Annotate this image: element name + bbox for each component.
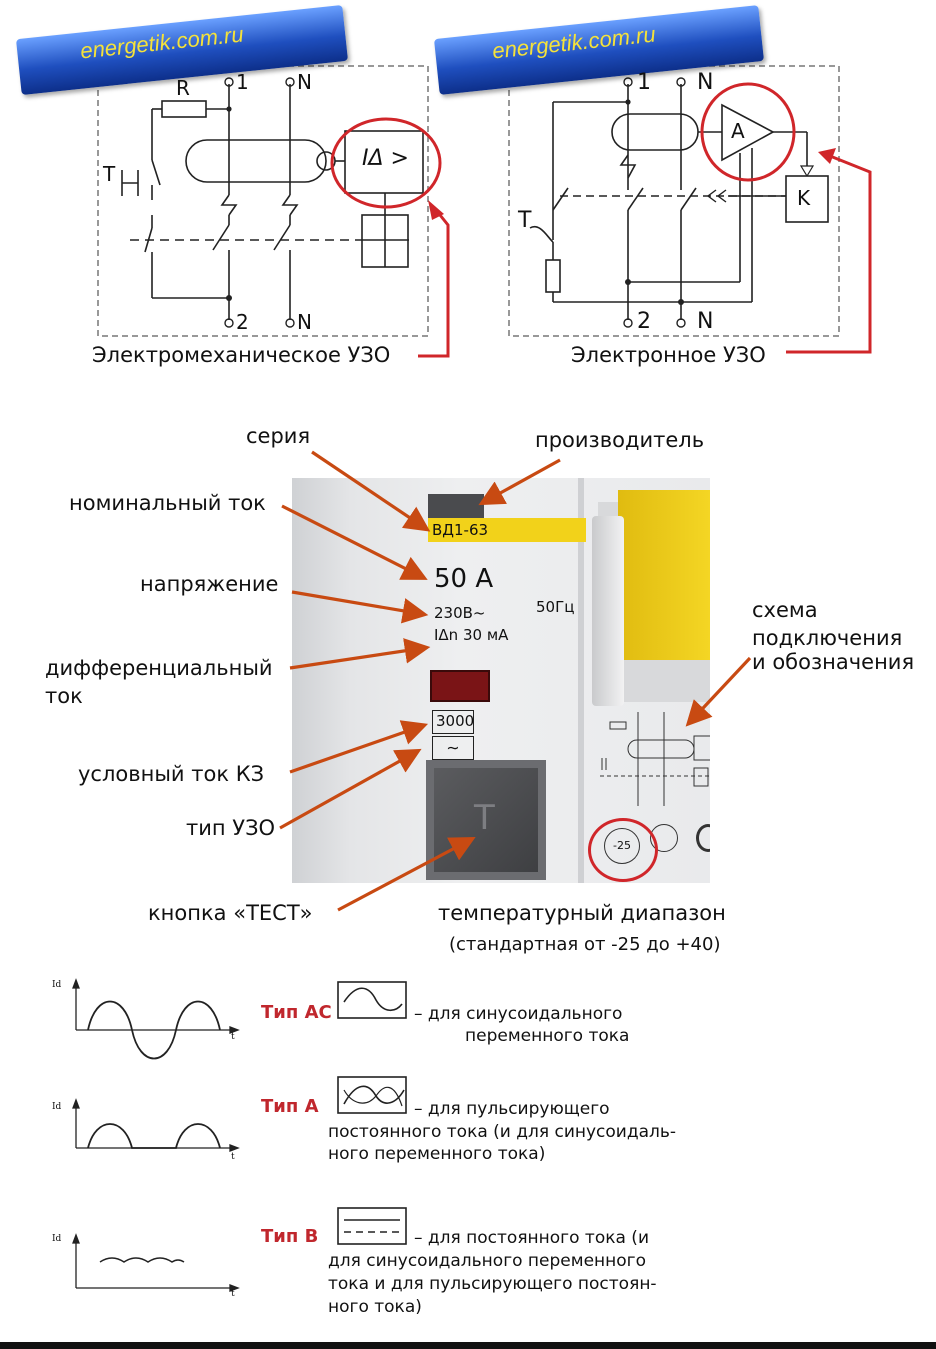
- label-manufacturer: производитель: [535, 428, 705, 452]
- label-nominal: номинальный ток: [69, 491, 266, 515]
- label-diff-2: ток: [45, 684, 83, 708]
- label-top-1-right: 1: [637, 70, 651, 95]
- test-button-letter: T: [474, 798, 495, 838]
- type-b-line-1: – для постоянного тока (и: [414, 1228, 649, 1248]
- type-a-line-3: ного переменного тока): [328, 1144, 546, 1164]
- manufacturer-logo: [428, 494, 484, 522]
- caption-electromechanical: Электромеханическое УЗО: [92, 343, 391, 367]
- type-ac-name: Тип AC: [261, 1002, 332, 1023]
- ks-box: [432, 710, 474, 734]
- type-a-name: Тип А: [261, 1096, 319, 1117]
- type-b-axis-y: Id: [52, 1234, 62, 1244]
- label-short-circuit: условный ток КЗ: [78, 762, 265, 786]
- plate-current: 50 А: [434, 564, 494, 594]
- type-b-line-3: тока и для пульсирующего постоян-: [328, 1274, 657, 1294]
- series-band: [428, 518, 586, 542]
- type-a-axis-x: t: [231, 1152, 235, 1162]
- label-test-button: кнопка «ТЕСТ»: [148, 901, 313, 925]
- plate-freq: 50Гц: [536, 598, 575, 616]
- type-a-axis-y: Id: [52, 1102, 62, 1112]
- indicator-window: [430, 670, 490, 702]
- label-r: R: [176, 76, 190, 100]
- plate-voltage: 230В~: [434, 604, 486, 622]
- type-ac-axis-y: Id: [52, 980, 62, 990]
- label-scheme-3: и обозначения: [752, 650, 915, 674]
- lever-yellow[interactable]: [618, 490, 710, 660]
- label-bot-n: N: [297, 310, 312, 334]
- type-a-line-2: постоянного тока (и для синусоидаль-: [328, 1122, 677, 1142]
- type-b-name: Тип B: [261, 1226, 319, 1247]
- label-top-1: 1: [236, 70, 249, 94]
- mini-schematic: [600, 712, 710, 806]
- plate-diff: IΔn 30 мА: [434, 626, 509, 644]
- label-k: K: [797, 186, 811, 210]
- caption-electronic: Электронное УЗО: [571, 343, 766, 367]
- label-diff-1: дифференциальный: [45, 656, 273, 680]
- label-scheme-1: схема: [752, 598, 818, 622]
- label-t: T: [103, 162, 116, 186]
- label-amp-a: A: [731, 119, 745, 143]
- brand-mark: [696, 824, 710, 852]
- ac-symbol-box: ∼: [432, 736, 474, 760]
- type-ac-line-1: – для синусоидального: [414, 1004, 623, 1024]
- type-ac-axis-x: t: [231, 1032, 235, 1042]
- label-temp-note: (стандартная от -25 до +40): [449, 934, 721, 955]
- type-a-line-1: – для пульсирующего: [414, 1099, 610, 1119]
- label-t-right: T: [518, 208, 532, 233]
- plate-model: ВД1-63: [432, 521, 489, 539]
- plate-ks: 3000: [436, 712, 475, 730]
- label-temp: температурный диапазон: [438, 901, 726, 925]
- temp-highlight: [588, 818, 658, 882]
- device-divider: [578, 478, 584, 883]
- type-ac-line-2: переменного тока: [465, 1026, 630, 1046]
- label-bot-n-right: N: [697, 309, 714, 334]
- label-scheme-2: подключения: [752, 626, 903, 650]
- lever-handle[interactable]: [592, 516, 624, 706]
- label-sensor: IΔ >: [362, 146, 409, 171]
- label-top-n: N: [297, 70, 312, 94]
- label-series: серия: [246, 424, 311, 448]
- label-bot-2: 2: [236, 310, 249, 334]
- type-b-axis-x: t: [231, 1289, 235, 1299]
- label-top-n-right: N: [697, 70, 714, 95]
- label-voltage: напряжение: [140, 572, 279, 596]
- label-rcd-type: тип УЗО: [186, 816, 276, 840]
- label-bot-2-right: 2: [637, 309, 651, 334]
- type-b-line-2: для синусоидального переменного: [328, 1251, 646, 1271]
- bottom-border: [0, 1342, 936, 1349]
- type-b-line-4: ного тока): [328, 1297, 422, 1317]
